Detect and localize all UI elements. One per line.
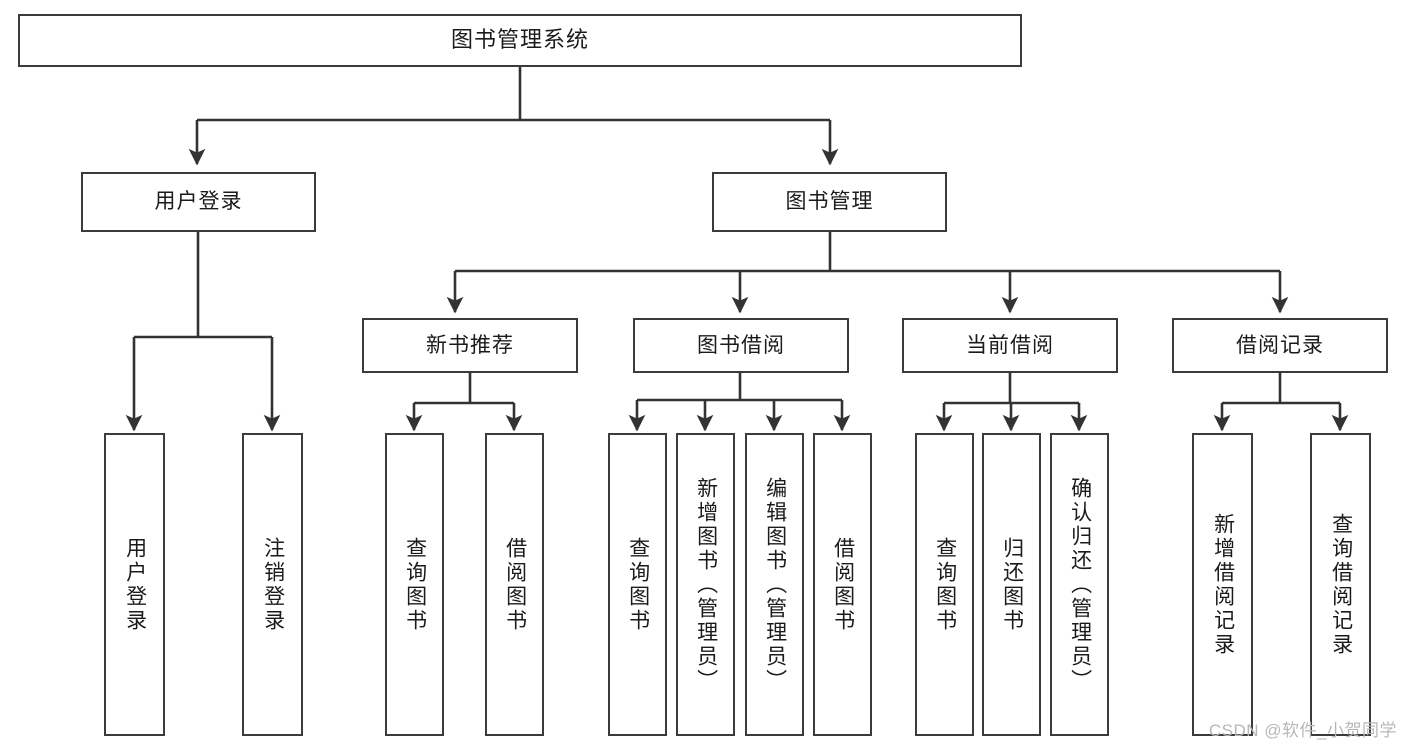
node-borrow-record[interactable]: 借阅记录: [1172, 318, 1388, 373]
node-book-borrow[interactable]: 图书借阅: [633, 318, 849, 373]
node-leaf-query-book-1[interactable]: 查询图书: [385, 433, 444, 736]
watermark: CSDN @软件_小贺同学: [1208, 721, 1397, 740]
node-leaf-edit-book[interactable]: 编辑图书（管理员）: [745, 433, 804, 736]
node-leaf-add-book-label: 新增图书（管理员）: [694, 476, 718, 693]
node-leaf-return-book[interactable]: 归还图书: [982, 433, 1041, 736]
node-borrow-record-label: 借阅记录: [1236, 333, 1324, 357]
node-leaf-logout-login-label: 注销登录: [261, 536, 285, 633]
node-current-borrow-label: 当前借阅: [966, 333, 1054, 357]
node-book-borrow-label: 图书借阅: [697, 333, 785, 357]
node-book-manage-label: 图书管理: [785, 190, 874, 214]
node-root-label: 图书管理系统: [450, 27, 589, 53]
node-leaf-borrow-book-2-label: 借阅图书: [831, 536, 855, 633]
node-leaf-confirm-return-label: 确认归还（管理员）: [1068, 476, 1092, 693]
node-user-login-label: 用户登录: [154, 190, 243, 214]
node-new-book-recommend[interactable]: 新书推荐: [362, 318, 578, 373]
node-leaf-add-record-label: 新增借阅记录: [1211, 512, 1235, 657]
node-leaf-query-book-1-label: 查询图书: [403, 536, 427, 633]
node-leaf-edit-book-label: 编辑图书（管理员）: [763, 476, 787, 693]
node-book-manage[interactable]: 图书管理: [712, 172, 947, 232]
node-current-borrow[interactable]: 当前借阅: [902, 318, 1118, 373]
node-leaf-query-book-2[interactable]: 查询图书: [608, 433, 667, 736]
node-leaf-query-record-label: 查询借阅记录: [1329, 512, 1353, 657]
node-root[interactable]: 图书管理系统: [18, 14, 1022, 67]
node-leaf-user-login[interactable]: 用户登录: [104, 433, 165, 736]
node-leaf-query-record[interactable]: 查询借阅记录: [1310, 433, 1371, 736]
node-leaf-borrow-book-2[interactable]: 借阅图书: [813, 433, 872, 736]
node-leaf-return-book-label: 归还图书: [1000, 536, 1024, 633]
node-new-book-recommend-label: 新书推荐: [426, 333, 514, 357]
node-leaf-user-login-label: 用户登录: [123, 536, 147, 633]
node-leaf-logout-login[interactable]: 注销登录: [242, 433, 303, 736]
node-leaf-add-book[interactable]: 新增图书（管理员）: [676, 433, 735, 736]
node-leaf-query-book-3[interactable]: 查询图书: [915, 433, 974, 736]
node-leaf-borrow-book-1-label: 借阅图书: [503, 536, 527, 633]
node-leaf-borrow-book-1[interactable]: 借阅图书: [485, 433, 544, 736]
node-leaf-query-book-2-label: 查询图书: [626, 536, 650, 633]
node-leaf-query-book-3-label: 查询图书: [933, 536, 957, 633]
node-leaf-confirm-return[interactable]: 确认归还（管理员）: [1050, 433, 1109, 736]
node-user-login[interactable]: 用户登录: [81, 172, 316, 232]
node-leaf-add-record[interactable]: 新增借阅记录: [1192, 433, 1253, 736]
